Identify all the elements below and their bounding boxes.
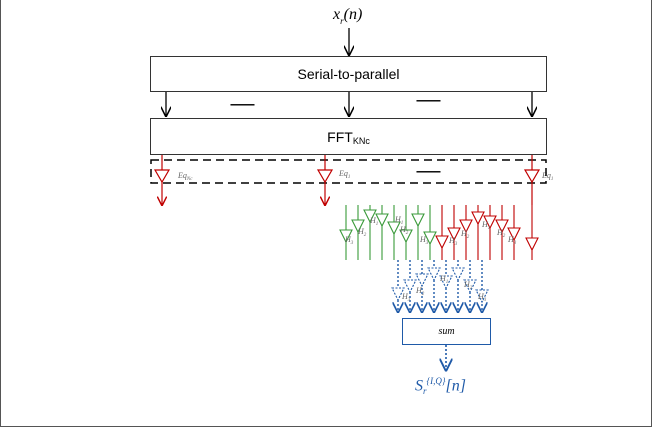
- ellipsis-stp-left: --------: [230, 97, 255, 111]
- channel-label-green-3: H1: [370, 216, 379, 227]
- fft-subscript: KNc: [352, 135, 370, 146]
- input-signal-sub: r: [340, 16, 344, 26]
- channel-label-red-2: H2: [461, 229, 470, 240]
- green-branch: [339, 205, 437, 260]
- equalizer-1-mid: [316, 155, 334, 205]
- equalizer-1-right: [523, 155, 541, 205]
- channel-label-blue-2: H2: [416, 286, 425, 297]
- equalizer-label-1-mid: Eq1: [339, 169, 351, 180]
- channel-label-blue-3: H1: [440, 274, 449, 285]
- input-signal-arg: (n): [343, 6, 363, 23]
- input-signal-label: xr(n): [333, 6, 363, 26]
- channel-label-blue-1: H3: [402, 292, 411, 303]
- equalizer-label-nc: EqNc: [178, 171, 193, 182]
- channel-label-red-3: H1: [482, 220, 491, 231]
- ellipsis-stp-right: --------: [416, 93, 441, 107]
- channel-label-red-5: H3: [508, 235, 517, 246]
- fft-label: FFT: [327, 128, 353, 145]
- channel-label-green-6: H3: [420, 235, 429, 246]
- channel-label-red-1: H3: [449, 236, 458, 247]
- channel-label-green-5: H2: [400, 225, 409, 236]
- equalizer-nc: [153, 155, 171, 205]
- sum-block: sum: [402, 318, 491, 345]
- output-signal-label: Sr{I,Q}[n]: [415, 376, 466, 397]
- serial-to-parallel-block: Serial-to-parallel: [150, 56, 547, 92]
- sum-label: sum: [438, 326, 455, 337]
- blue-branch-gains: [391, 267, 489, 304]
- serial-to-parallel-label: Serial-to-parallel: [297, 66, 400, 82]
- channel-label-green-1: H3: [345, 235, 354, 246]
- ellipsis-equalizers: --------: [416, 164, 441, 178]
- input-signal-base: x: [333, 6, 341, 23]
- equalizer-dashed-box: [150, 159, 547, 184]
- channel-label-green-4: H1: [395, 215, 404, 226]
- channel-label-blue-4: H2: [464, 280, 473, 291]
- channel-label-red-4: H2: [497, 228, 506, 239]
- channel-label-blue-5: H3: [478, 292, 487, 303]
- channel-label-green-2: H2: [358, 227, 367, 238]
- red-branch: [435, 205, 539, 260]
